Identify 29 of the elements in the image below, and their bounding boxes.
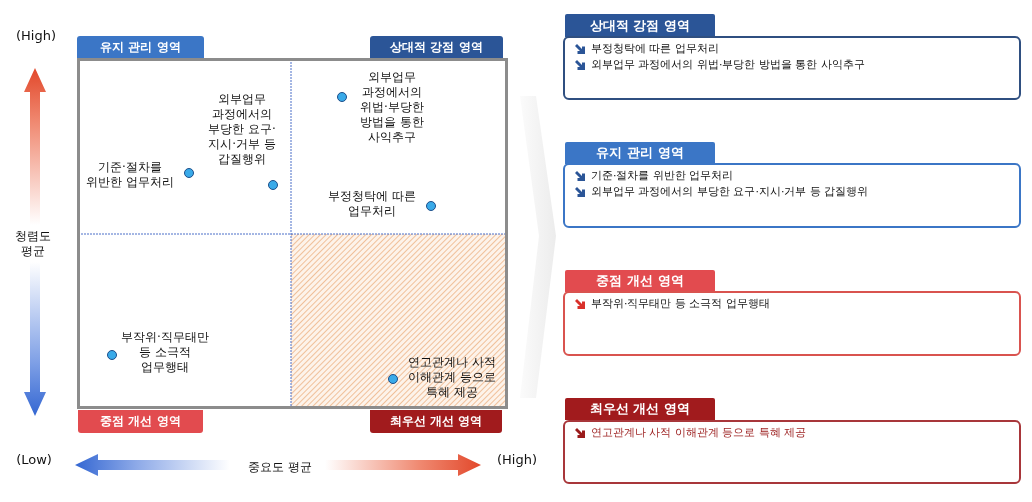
list-item-text: 기준·절차를 위반한 업무처리 [591,169,734,183]
list-item-text: 연고관계나 사적 이해관계 등으로 특혜 제공 [591,426,807,440]
point-caption: 기준·절차를 위반한 업무처리 [85,160,175,190]
axis-title: 청렴도 평균 [14,229,52,259]
region-tab: 중점 개선 영역 [565,270,715,292]
list-panel [563,420,1021,484]
list-panel [563,36,1021,100]
region-tab: 중점 개선 영역 [78,410,203,433]
region-tab: 유지 관리 영역 [565,142,715,164]
point-caption: 부정청탁에 따른 업무처리 [327,189,417,219]
region-tab: 상대적 강점 영역 [370,36,503,58]
list-item-text: 외부업무 과정에서의 위법·부당한 방법을 통한 사익추구 [591,58,865,72]
axis-end-label: (Low) [15,452,53,467]
point-caption: 부작위·직무태만 등 소극적 업무행태 [120,330,210,375]
axis-title: 중요도 평균 [247,460,313,475]
list-panel [563,163,1021,228]
point-caption: 외부업무 과정에서의 부당한 요구·지시·거부 등 갑질행위 [207,92,277,167]
point-caption: 외부업무 과정에서의 위법·부당한 방법을 통한 사익추구 [359,70,425,145]
point-caption: 연고관계나 사적 이해관계 등으로 특혜 제공 [407,355,497,400]
list-item-text: 부작위·직무태만 등 소극적 업무행태 [591,297,770,311]
axis-end-label: (High) [496,452,538,467]
region-tab: 최우선 개선 영역 [565,398,715,420]
list-item-text: 외부업무 과정에서의 부당한 요구·지시·거부 등 갑질행위 [591,185,869,199]
list-panel [563,291,1021,356]
axis-end-label: (High) [15,28,57,43]
region-tab: 유지 관리 영역 [77,36,204,58]
region-tab: 최우선 개선 영역 [370,410,502,433]
list-item-text: 부정청탁에 따른 업무처리 [591,42,719,56]
region-tab: 상대적 강점 영역 [565,14,715,37]
